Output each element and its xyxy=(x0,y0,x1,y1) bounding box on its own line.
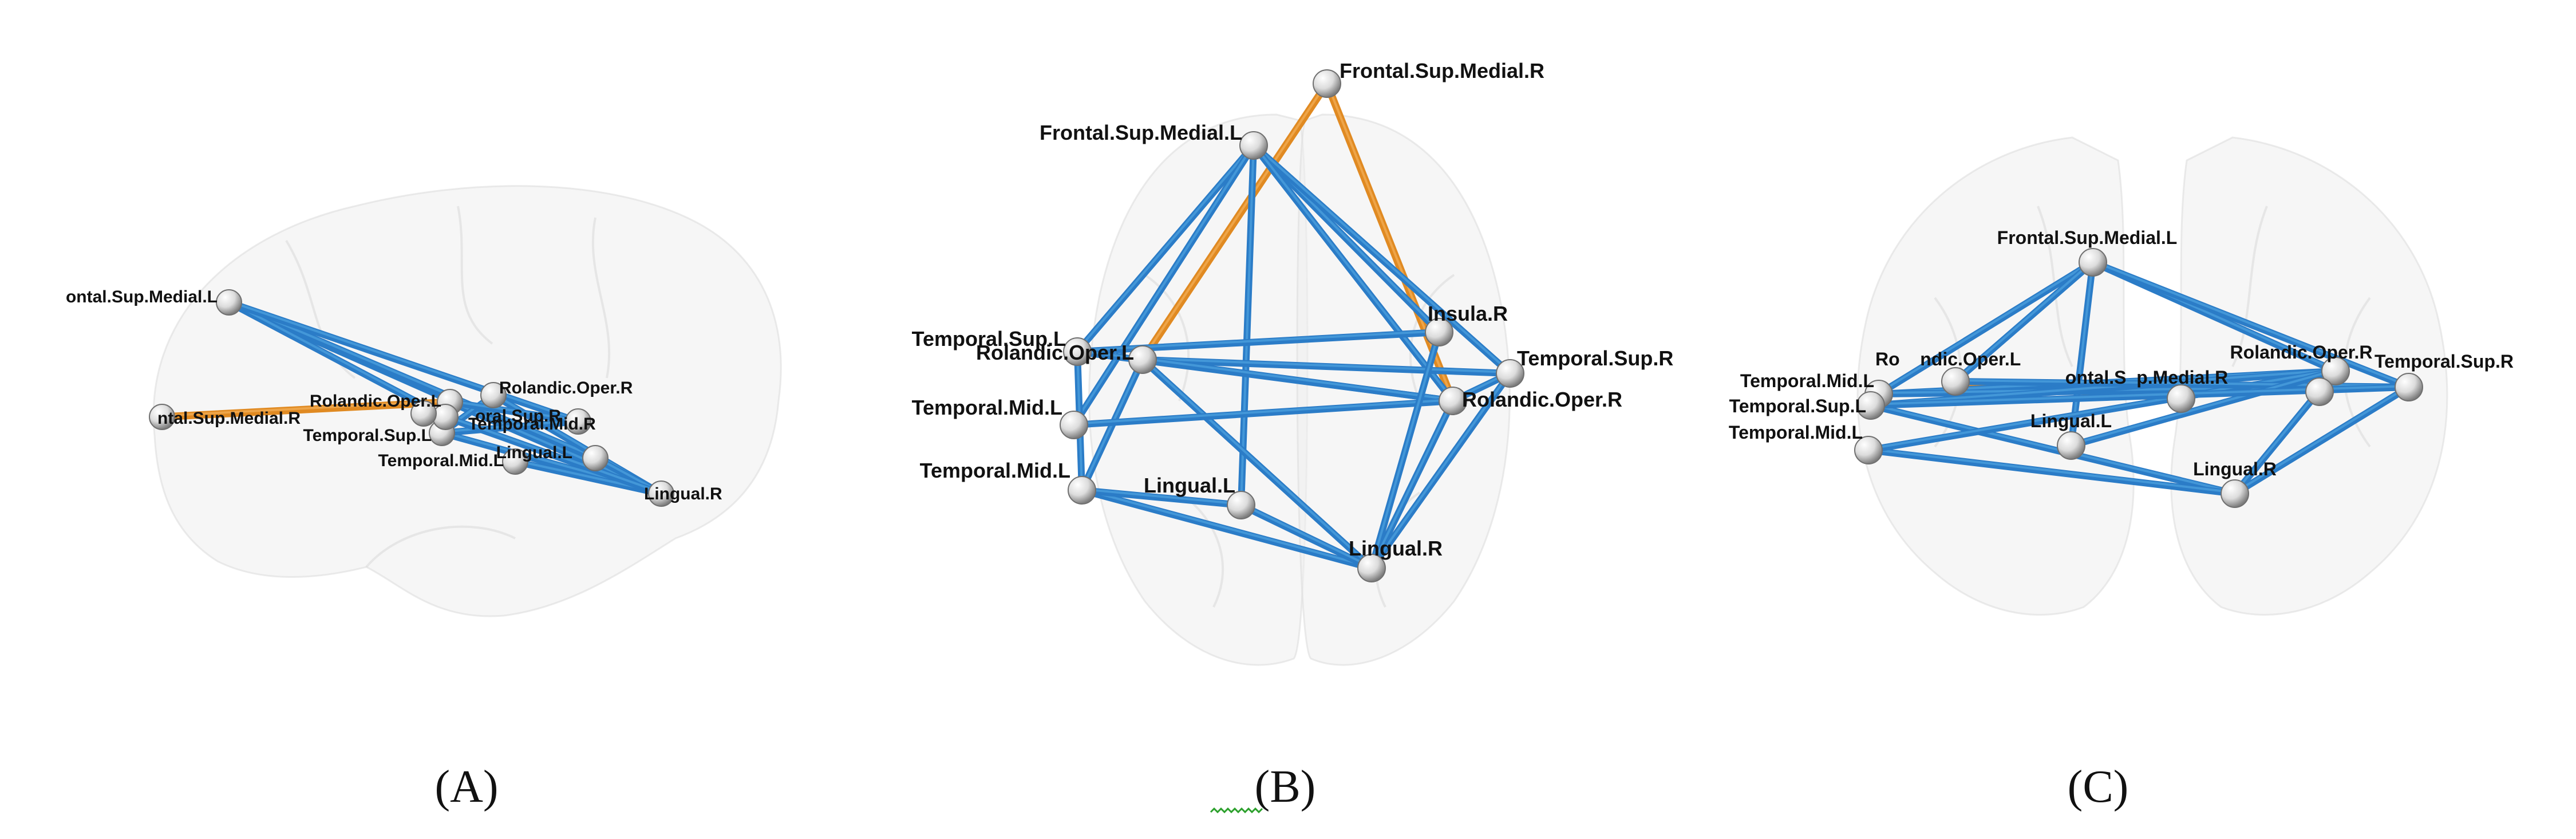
edge-highlight xyxy=(228,300,596,458)
node-label-tml: Temporal.Mid.L xyxy=(1740,371,1874,391)
node-fsml xyxy=(216,289,242,316)
panel-a-caption: (A) xyxy=(434,762,498,812)
node-label-fsml: ontal.Sup.Medial.L xyxy=(66,287,218,306)
node-lr xyxy=(1357,554,1386,582)
node-ll xyxy=(1227,491,1255,519)
node-label-tsr: Temporal.Sup.R xyxy=(1517,346,1673,370)
node-fsml xyxy=(2079,248,2107,277)
node-tml xyxy=(502,448,528,475)
node-label-rol: Ro ndic.Oper.L xyxy=(1875,349,2021,369)
node-label-tmr: Temporal.Mid.L xyxy=(920,459,1070,482)
edge-highlight xyxy=(1141,357,1454,401)
edge-highlight xyxy=(1870,403,2236,494)
node-label-tsr: oral.Sup.R xyxy=(475,407,561,426)
edge-highlight xyxy=(1370,330,1440,568)
node-lr xyxy=(648,480,674,507)
node-tml xyxy=(1060,411,1088,439)
edge-highlight xyxy=(1073,143,1255,425)
node-tmr xyxy=(1854,436,1883,464)
node-ror xyxy=(1439,387,1467,415)
node-label-tml: Temporal.Mid.L xyxy=(912,396,1062,419)
node-lr xyxy=(2221,479,2249,508)
node-ins xyxy=(410,400,437,427)
node-tsr xyxy=(565,408,591,435)
node-label-rol: Rolandic.Oper.L xyxy=(310,392,441,411)
edge-highlight xyxy=(161,400,451,417)
node-label-lr: Lingual.R xyxy=(2193,459,2277,479)
node-tsl xyxy=(1856,391,1885,420)
edge-highlight xyxy=(1867,448,2236,494)
node-label-tsl: Temporal.Sup.L xyxy=(1729,396,1866,416)
edge-highlight xyxy=(1081,488,1242,505)
node-tmr xyxy=(1068,476,1096,505)
node-label-rol: Rolandic.Oper.L xyxy=(976,341,1134,364)
edge-highlight xyxy=(1240,503,1373,568)
node-label-tml: Temporal.Mid.L xyxy=(378,451,504,470)
node-fsmr xyxy=(149,404,175,430)
node-ll xyxy=(582,445,609,471)
edge-highlight xyxy=(1141,81,1328,360)
edge-highlight xyxy=(1141,357,1511,373)
node-fsmr xyxy=(2167,384,2195,413)
node-label-ror: Rolandic.Oper.R xyxy=(1462,388,1622,411)
node-label-ins: Insula.R xyxy=(1428,302,1508,325)
node-label-ll: Lingual.L xyxy=(496,443,572,462)
node-ror xyxy=(2321,357,2350,385)
node-label-fsml: Frontal.Sup.Medial.L xyxy=(1997,227,2178,248)
node-label-tmr: Temporal.Mid.L xyxy=(1729,422,1863,443)
node-tsr xyxy=(1496,359,1524,388)
node-label-tsl: Temporal.Sup.L xyxy=(303,426,432,445)
panel-b-network: Frontal.Sup.Medial.L Frontal.Sup.Medial.R… xyxy=(912,59,1673,582)
edge-highlight xyxy=(2070,369,2337,446)
edge-highlight xyxy=(444,415,662,494)
edge-highlight xyxy=(1073,399,1454,425)
edge-highlight xyxy=(1240,143,1255,505)
edge-highlight xyxy=(2234,385,2410,494)
edge-highlight xyxy=(1370,371,1511,568)
edge-highlight xyxy=(228,300,579,422)
node-fsml xyxy=(1239,131,1268,160)
node-ror xyxy=(480,382,507,408)
spellcheck-squiggle xyxy=(1210,807,1263,814)
node-tsl xyxy=(1063,337,1092,366)
node-label-lr: Lingual.R xyxy=(644,485,722,503)
node-ins xyxy=(1425,318,1453,346)
node-ll xyxy=(2057,431,2085,460)
node-label-fsmr: ntal.Sup.Medial.R xyxy=(157,409,301,428)
panel-c-caption: (C) xyxy=(2068,762,2129,812)
node-label-fsml: Frontal.Sup.Medial.L xyxy=(1040,121,1242,144)
edge-highlight xyxy=(1954,260,2094,381)
edge-highlight xyxy=(228,300,447,417)
panel-b-caption: (B) xyxy=(1255,762,1316,812)
edge-highlight xyxy=(1081,488,1373,568)
node-label-fsmr: Frontal.Sup.Medial.R xyxy=(1340,59,1544,82)
node-label-fsmr: ontal.S p.Medial.R xyxy=(2065,367,2228,388)
edge-highlight xyxy=(1076,143,1255,352)
edge-highlight xyxy=(1141,357,1373,568)
node-rol xyxy=(1941,367,1970,396)
edge-highlight xyxy=(2092,260,2410,387)
node-label-lr: Lingual.R xyxy=(1349,537,1443,560)
edge-highlight xyxy=(1370,399,1454,568)
node-ins xyxy=(2305,377,2334,406)
edge-highlight xyxy=(1878,260,2094,394)
edge-highlight xyxy=(449,400,579,422)
edge-highlight xyxy=(1870,369,2337,405)
node-label-tmr: Temporal.Mid.R xyxy=(468,415,596,434)
edge-highlight xyxy=(1253,143,1511,373)
node-label-tsr: Temporal.Sup.R xyxy=(2374,351,2514,372)
node-tsr xyxy=(2395,373,2423,401)
node-label-ll: Lingual.L xyxy=(1144,474,1235,497)
panel-c-network: Frontal.Sup.Medial.L Ro ndic.Oper.L Roland… xyxy=(1729,227,2514,508)
node-rol xyxy=(1128,345,1157,374)
panel-a-network: ontal.Sup.Medial.L ntal.Sup.Medial.R Rolan… xyxy=(66,287,722,507)
node-label-tsl: Temporal.Sup.L xyxy=(912,327,1066,350)
edge-highlight xyxy=(1253,143,1454,401)
node-fsmr xyxy=(1313,69,1341,98)
edge-highlight xyxy=(441,419,579,433)
node-label-ror: Rolandic.Oper.R xyxy=(499,379,633,397)
node-label-ror: Rolandic.Oper.R xyxy=(2230,342,2373,363)
node-label-ll: Lingual.L xyxy=(2030,411,2112,431)
